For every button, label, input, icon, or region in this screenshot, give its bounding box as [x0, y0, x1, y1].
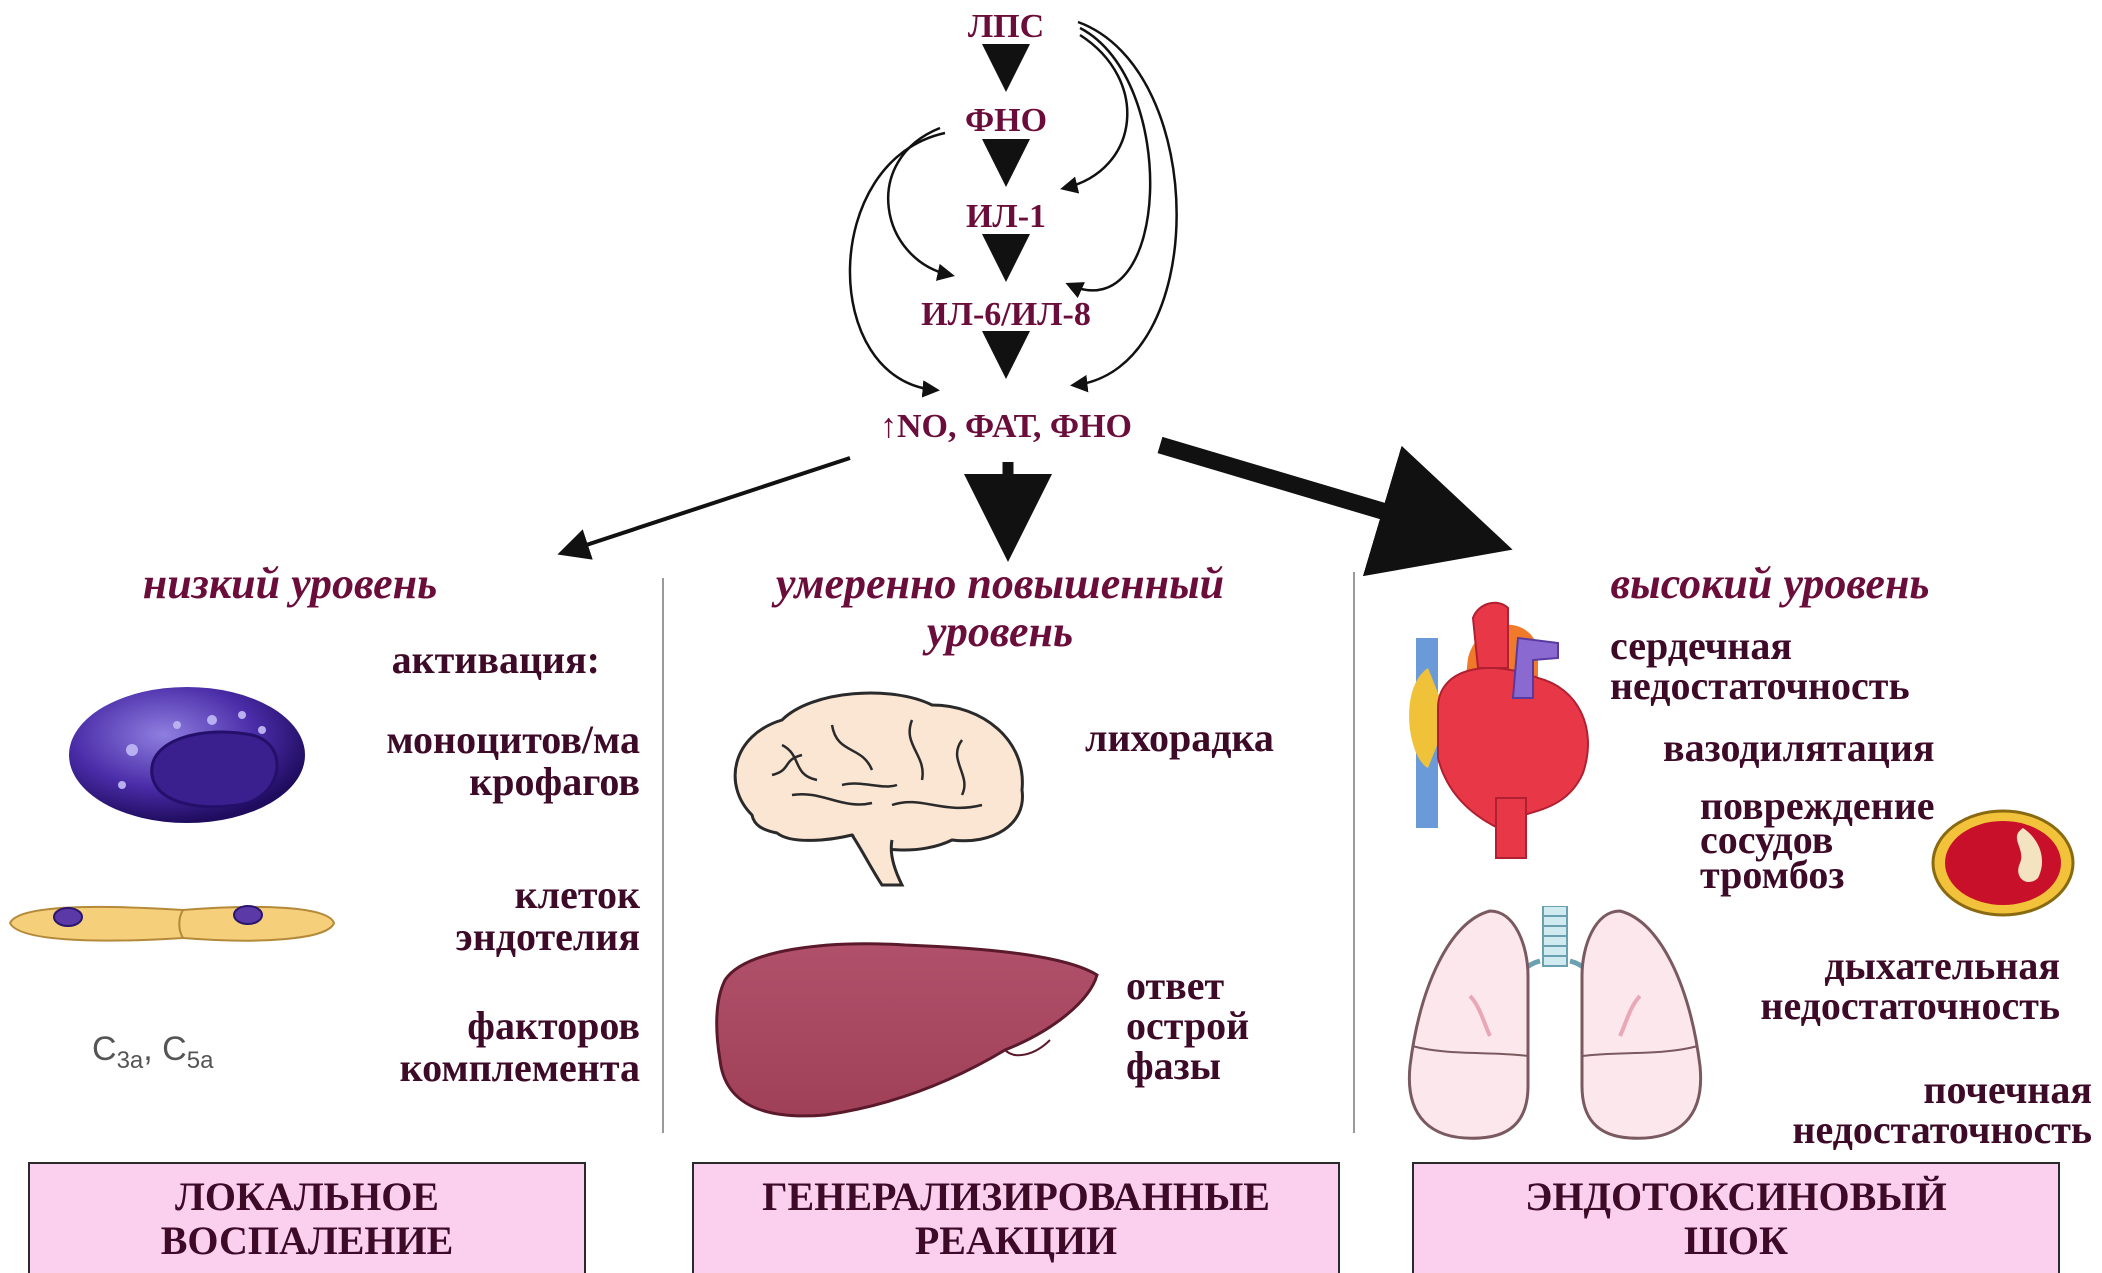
label-monocytes-1: моноцитов/ма [300, 720, 640, 760]
label-acute-2: острой [1126, 1006, 1346, 1046]
outcome-box-generalized-line1: ГЕНЕРАЛИЗИРОВАННЫЕ [762, 1175, 1270, 1219]
outcome-box-local-line2: ВОСПАЛЕНИЕ [161, 1219, 454, 1263]
label-heart-2: недостаточность [1610, 666, 1990, 706]
complement-terms: C3a, C5a [92, 1030, 213, 1075]
label-complement-1: факторов [300, 1006, 640, 1046]
label-renal-2: недостаточность [1692, 1110, 2092, 1150]
label-heart-1: сердечная [1610, 626, 1990, 666]
heart-icon [1398, 598, 1603, 860]
outcome-box-local-inflammation: ЛОКАЛЬНОЕ ВОСПАЛЕНИЕ [28, 1162, 586, 1273]
liver-icon [705, 940, 1105, 1125]
column-divider-left [662, 578, 664, 1133]
cascade-il1: ИЛ-1 [806, 198, 1206, 236]
heading-moderate-line1: умеренно повышенный [700, 560, 1300, 608]
cascade-il6-il8: ИЛ-6/ИЛ-8 [806, 296, 1206, 334]
label-complement-2: комплемента [300, 1048, 640, 1088]
column-divider-right [1353, 572, 1355, 1133]
monocyte-icon [62, 680, 312, 830]
label-activation: активация: [300, 640, 600, 680]
outcome-box-shock-line2: ШОК [1684, 1219, 1788, 1263]
brain-icon [722, 685, 1042, 890]
heading-moderate-level: умеренно повышенный уровень [700, 560, 1300, 656]
c3a-term: C3a [92, 1030, 143, 1068]
outcome-box-endotoxin-shock: ЭНДОТОКСИНОВЫЙ ШОК [1412, 1162, 2060, 1273]
curve-lps-il6 [1070, 28, 1150, 290]
label-fever: лихорадка [1085, 718, 1345, 758]
blood-vessel-icon [1928, 808, 2078, 918]
label-resp-2: недостаточность [1660, 986, 2060, 1026]
outcome-box-shock-line1: ЭНДОТОКСИНОВЫЙ [1525, 1175, 1946, 1219]
heading-high-level: высокий уровень [1560, 558, 1980, 609]
c5a-term: C5a [162, 1030, 213, 1068]
label-endothelium-1: клеток [300, 875, 640, 915]
curve-fno-mediators [850, 133, 945, 390]
label-renal-1: почечная [1760, 1070, 2092, 1110]
lungs-icon [1400, 906, 1710, 1151]
label-endothelium-2: эндотелия [300, 917, 640, 957]
label-monocytes-2: крофагов [300, 762, 640, 802]
outcome-box-generalized-line2: РЕАКЦИИ [915, 1219, 1117, 1263]
heading-moderate-line2: уровень [700, 608, 1300, 656]
label-acute-3: фазы [1126, 1046, 1346, 1086]
cascade-fno: ФНО [806, 102, 1206, 140]
label-vasodilation: вазодилятация [1663, 728, 2003, 768]
outcome-box-generalized-reactions: ГЕНЕРАЛИЗИРОВАННЫЕ РЕАКЦИИ [692, 1162, 1340, 1273]
heading-low-level: низкий уровень [80, 558, 500, 609]
endothelial-cells-icon [8, 898, 338, 948]
label-resp-1: дыхательная [1700, 946, 2060, 986]
label-acute-1: ответ [1126, 966, 1346, 1006]
outcome-box-local-line1: ЛОКАЛЬНОЕ [175, 1175, 439, 1219]
arrow-to-high [1160, 445, 1480, 540]
cascade-lps: ЛПС [806, 8, 1206, 46]
arrow-to-low [565, 458, 850, 552]
cascade-mediators: ↑NO, ФАТ, ФНО [806, 408, 1206, 446]
